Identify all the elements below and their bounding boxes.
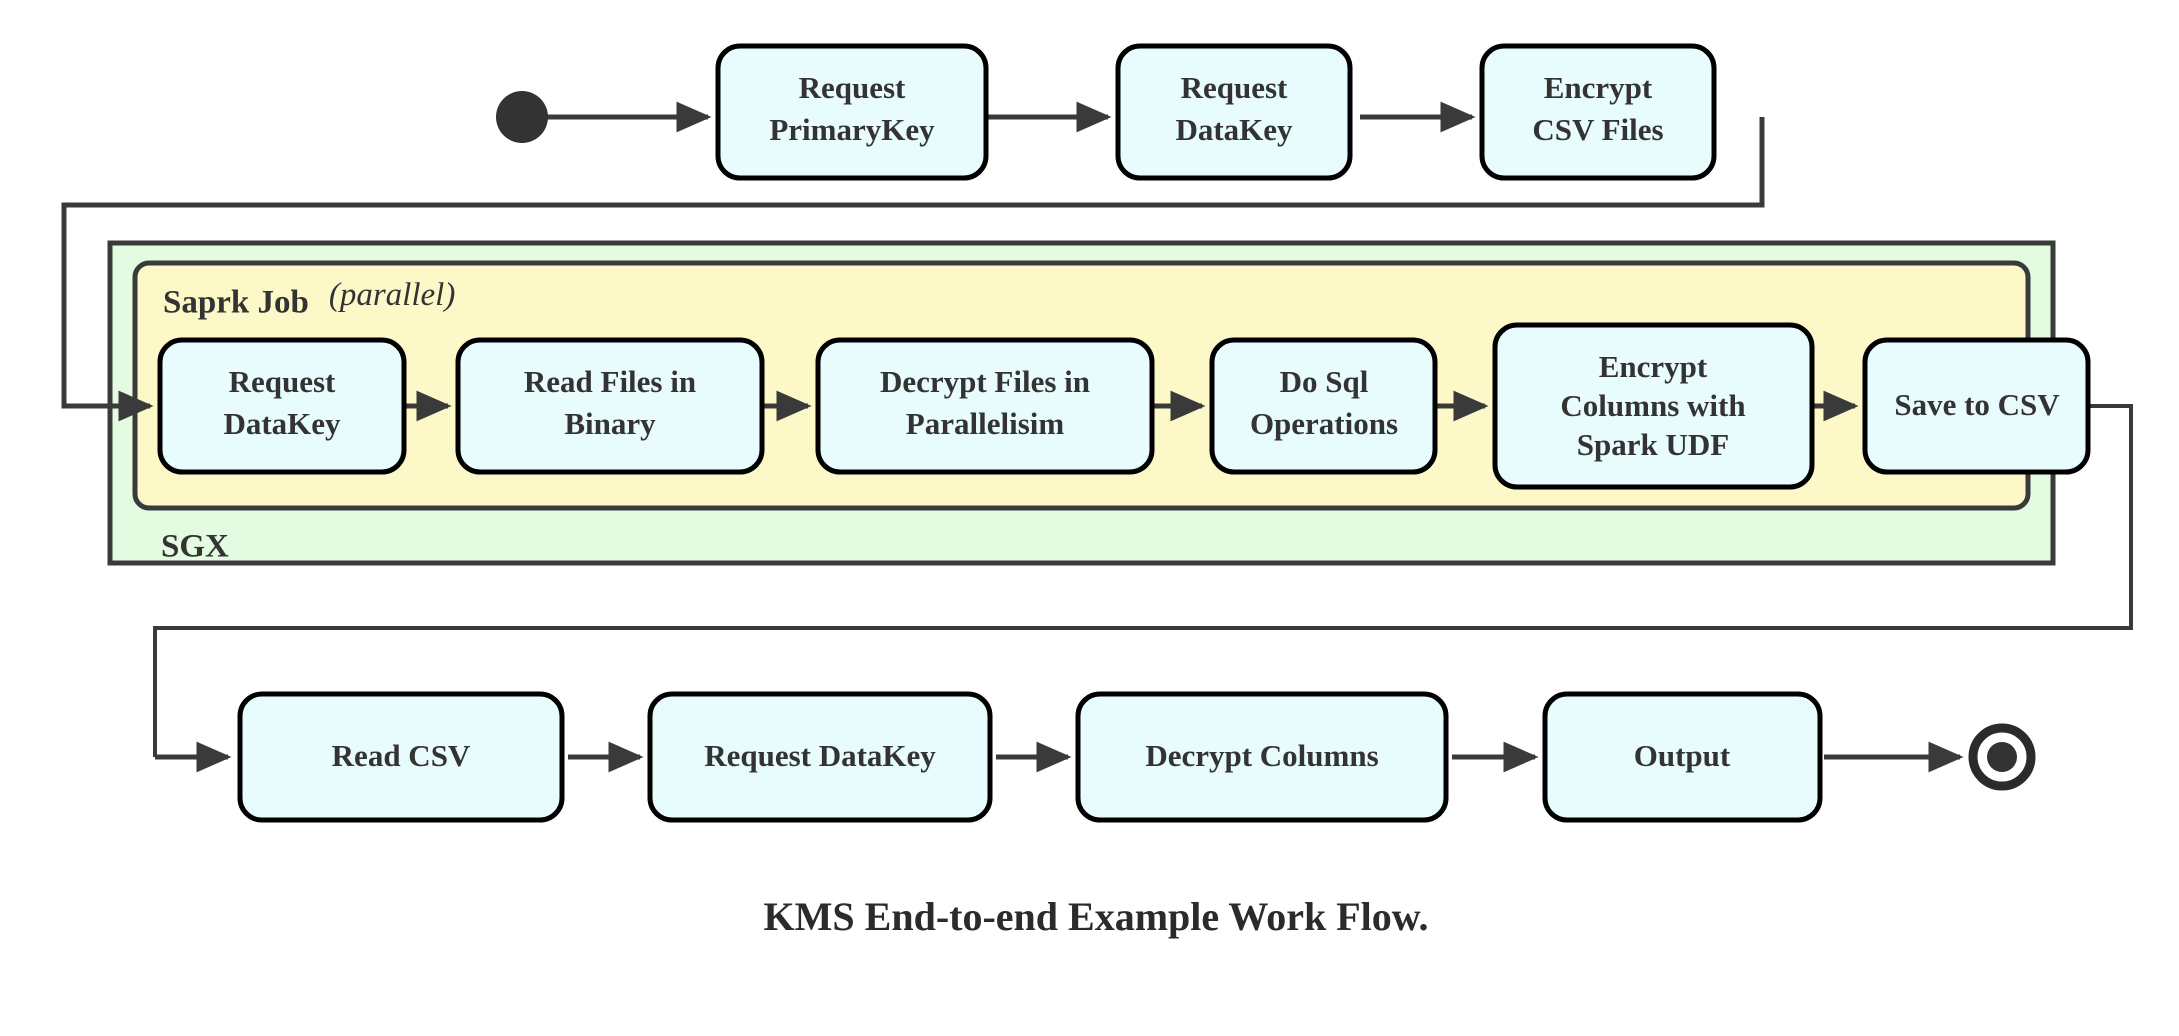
node-request-datakey-top[interactable]: Request DataKey	[1115, 43, 1353, 181]
edge-encrypt-csv-files-to-spark-request-datakey	[61, 117, 1765, 422]
spark-job-label-paren-open: (	[329, 277, 342, 313]
node-do-sql-operations[interactable]: Do Sql Operations	[1209, 337, 1438, 475]
node-encrypt-columns-line-3: Spark UDF	[1577, 427, 1729, 462]
diagram-caption: KMS End-to-end Example Work Flow.	[764, 894, 1429, 939]
node-save-to-csv[interactable]: Save to CSV	[1862, 337, 2091, 475]
node-decrypt-files-in-parallelisim[interactable]: Decrypt Files in Parallelisim	[815, 337, 1155, 475]
end-node-ring	[1968, 723, 2036, 791]
node-decrypt-columns[interactable]: Decrypt Columns	[1075, 691, 1449, 823]
end-node	[1968, 723, 2036, 791]
node-decrypt-files-line-1: Decrypt Files in	[880, 364, 1090, 399]
node-save-to-csv-label: Save to CSV	[1894, 387, 2060, 422]
node-read-files-in-binary[interactable]: Read Files in Binary	[455, 337, 765, 475]
node-request-datakey-top-rect[interactable]	[1115, 43, 1353, 181]
node-request-datakey-spark-line-2: DataKey	[223, 406, 341, 441]
node-read-csv-label: Read CSV	[332, 738, 471, 773]
node-do-sql-operations-line-2: Operations	[1250, 406, 1398, 441]
node-request-primarykey-line-1: Request	[799, 70, 906, 105]
node-encrypt-columns-line-2: Columns with	[1560, 388, 1745, 423]
spark-job-label-modifier: parallel	[338, 277, 445, 313]
node-output[interactable]: Output	[1542, 691, 1823, 823]
node-output-rect[interactable]	[1542, 691, 1823, 823]
sgx-container-label: SGX	[161, 529, 229, 565]
node-request-datakey-bottom-rect[interactable]	[647, 691, 993, 823]
node-encrypt-csv-files[interactable]: Encrypt CSV Files	[1479, 43, 1717, 181]
node-request-datakey-spark-rect[interactable]	[157, 337, 407, 475]
node-encrypt-csv-files-line-2: CSV Files	[1532, 112, 1663, 147]
edge-save-to-csv-down-riser	[153, 404, 2133, 757]
node-request-datakey-spark[interactable]: Request DataKey	[157, 337, 407, 475]
node-request-datakey-spark-line-1: Request	[229, 364, 336, 399]
node-decrypt-columns-label: Decrypt Columns	[1145, 738, 1378, 773]
start-node	[496, 91, 548, 143]
spark-job-label-main: Saprk Job	[163, 285, 309, 321]
node-request-datakey-top-line-2: DataKey	[1175, 112, 1293, 147]
node-encrypt-columns-line-1: Encrypt	[1599, 349, 1708, 384]
node-encrypt-columns-spark-udf-rect[interactable]	[1492, 322, 1815, 490]
node-request-datakey-top-line-1: Request	[1181, 70, 1288, 105]
node-read-files-in-binary-line-1: Read Files in	[524, 364, 696, 399]
node-output-label: Output	[1634, 738, 1731, 773]
node-request-datakey-bottom[interactable]: Request DataKey	[647, 691, 993, 823]
spark-job-label-paren-close: )	[442, 277, 455, 313]
node-encrypt-csv-files-rect[interactable]	[1479, 43, 1717, 181]
node-request-primarykey-line-2: PrimaryKey	[769, 112, 935, 147]
spark-job-container-label: Saprk Job (parallel)	[163, 277, 455, 321]
node-read-csv[interactable]: Read CSV	[237, 691, 565, 823]
node-decrypt-columns-rect[interactable]	[1075, 691, 1449, 823]
node-encrypt-csv-files-line-1: Encrypt	[1544, 70, 1653, 105]
node-read-files-in-binary-line-2: Binary	[564, 406, 656, 441]
end-node-dot	[1987, 742, 2017, 772]
node-read-csv-rect[interactable]	[237, 691, 565, 823]
node-do-sql-operations-rect[interactable]	[1209, 337, 1438, 475]
node-do-sql-operations-line-1: Do Sql	[1280, 364, 1369, 399]
node-request-primarykey[interactable]: Request PrimaryKey	[715, 43, 989, 181]
node-decrypt-files-line-2: Parallelisim	[906, 406, 1065, 441]
node-save-to-csv-rect[interactable]	[1862, 337, 2091, 475]
node-encrypt-columns-spark-udf[interactable]: Encrypt Columns with Spark UDF	[1492, 322, 1815, 490]
node-request-primarykey-rect[interactable]	[715, 43, 989, 181]
node-read-files-in-binary-rect[interactable]	[455, 337, 765, 475]
node-request-datakey-bottom-label: Request DataKey	[704, 738, 936, 773]
node-decrypt-files-in-parallelisim-rect[interactable]	[815, 337, 1155, 475]
